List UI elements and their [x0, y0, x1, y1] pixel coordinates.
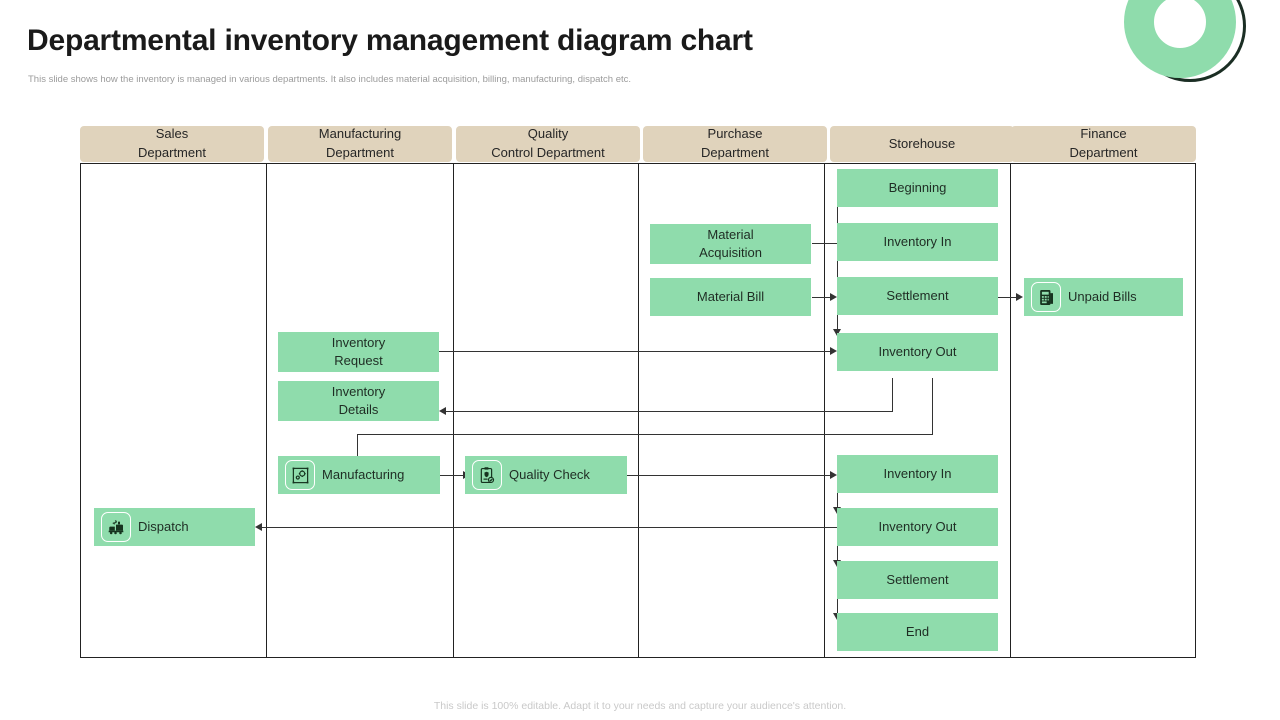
connector-manufacturing-to-quality-check — [440, 475, 465, 476]
node-manufacturing[interactable]: Manufacturing — [278, 456, 440, 494]
lane-header-manufacturing: Manufacturing Department — [268, 126, 452, 162]
swimlane-diagram: Sales Department Manufacturing Departmen… — [80, 126, 1196, 658]
arrowhead-inventory-out-2-to-settlement-2 — [832, 560, 841, 567]
connector-inventory-out-left-to-manufacturing — [357, 434, 933, 435]
arrowhead-inventory-out-to-details — [439, 406, 446, 415]
connector-settlement-2-to-end — [837, 599, 838, 614]
arrowhead-settlement-2-to-end — [832, 613, 841, 620]
connector-inventory-in-2-to-out-2 — [837, 493, 838, 508]
connector-inventory-in-to-settlement — [837, 261, 838, 283]
connector-material-acq-to-inventory-in — [812, 243, 838, 244]
ring-fill — [1124, 0, 1236, 78]
node-quality-check[interactable]: Quality Check — [465, 456, 627, 494]
connector-inventory-out-down-to-details — [892, 378, 893, 411]
node-inventory-in-1[interactable]: Inventory In — [837, 223, 998, 261]
node-end[interactable]: End — [837, 613, 998, 651]
connector-material-bill-to-settlement — [812, 297, 831, 298]
connector-inventory-out-2-to-dispatch — [262, 527, 837, 528]
node-manufacturing-label: Manufacturing — [322, 467, 405, 483]
lane-header-quality: Quality Control Department — [456, 126, 640, 162]
node-unpaid-bills-label: Unpaid Bills — [1068, 289, 1137, 305]
arrowhead-settlement-to-unpaid-bills — [1016, 292, 1023, 301]
connector-down-into-manufacturing — [357, 434, 358, 467]
lane-header-purchase: Purchase Department — [643, 126, 827, 162]
node-inventory-request[interactable]: Inventory Request — [278, 332, 439, 372]
lane-divider-3 — [638, 163, 639, 658]
node-quality-check-label: Quality Check — [509, 467, 590, 483]
connector-quality-check-to-inventory-in-2 — [627, 475, 831, 476]
node-unpaid-bills[interactable]: Unpaid Bills — [1024, 278, 1183, 316]
connector-beginning-to-inventory-in — [837, 207, 838, 229]
arrowhead-quality-check-to-inventory-in-2 — [830, 470, 837, 479]
arrowhead-inventory-in-2-to-out-2 — [832, 507, 841, 514]
arrowhead-material-bill-to-settlement — [830, 292, 837, 301]
calculator-invoice-icon — [1031, 282, 1061, 312]
connector-inventory-out-left-to-details — [446, 411, 893, 412]
page-title: Departmental inventory management diagra… — [27, 24, 753, 57]
node-inventory-out-1[interactable]: Inventory Out — [837, 333, 998, 371]
decorative-ring — [1124, 0, 1274, 84]
connector-inventory-request-to-inventory-out — [439, 351, 831, 352]
lane-divider-1 — [266, 163, 267, 658]
node-inventory-out-2[interactable]: Inventory Out — [837, 508, 998, 546]
node-settlement-2[interactable]: Settlement — [837, 561, 998, 599]
lane-header-storehouse: Storehouse — [830, 126, 1014, 162]
node-inventory-in-2[interactable]: Inventory In — [837, 455, 998, 493]
slide-footer: This slide is 100% editable. Adapt it to… — [433, 700, 847, 712]
lane-header-finance: Finance Department — [1011, 126, 1196, 162]
connector-settlement-to-inventory-out — [837, 315, 838, 330]
arrowhead-settlement-to-inventory-out — [832, 329, 841, 336]
node-inventory-details[interactable]: Inventory Details — [278, 381, 439, 421]
connector-inventory-out-2-to-settlement-2 — [837, 546, 838, 561]
node-settlement-1[interactable]: Settlement — [837, 277, 998, 315]
clipboard-shield-icon — [472, 460, 502, 490]
arrowhead-inventory-out-2-to-dispatch — [255, 522, 262, 531]
connector-inventory-out-down-to-manufacturing — [932, 378, 933, 434]
node-material-bill[interactable]: Material Bill — [650, 278, 811, 316]
lane-divider-2 — [453, 163, 454, 658]
arrowhead-inventory-request-to-inventory-out — [830, 346, 837, 355]
lane-divider-4 — [824, 163, 825, 658]
gear-blueprint-icon — [285, 460, 315, 490]
node-dispatch[interactable]: Dispatch — [94, 508, 255, 546]
lane-divider-5 — [1010, 163, 1011, 658]
node-dispatch-label: Dispatch — [138, 519, 189, 535]
node-material-acquisition[interactable]: Material Acquisition — [650, 224, 811, 264]
lane-header-sales: Sales Department — [80, 126, 264, 162]
node-beginning[interactable]: Beginning — [837, 169, 998, 207]
page-subtitle: This slide shows how the inventory is ma… — [28, 74, 632, 85]
train-delivery-icon — [101, 512, 131, 542]
